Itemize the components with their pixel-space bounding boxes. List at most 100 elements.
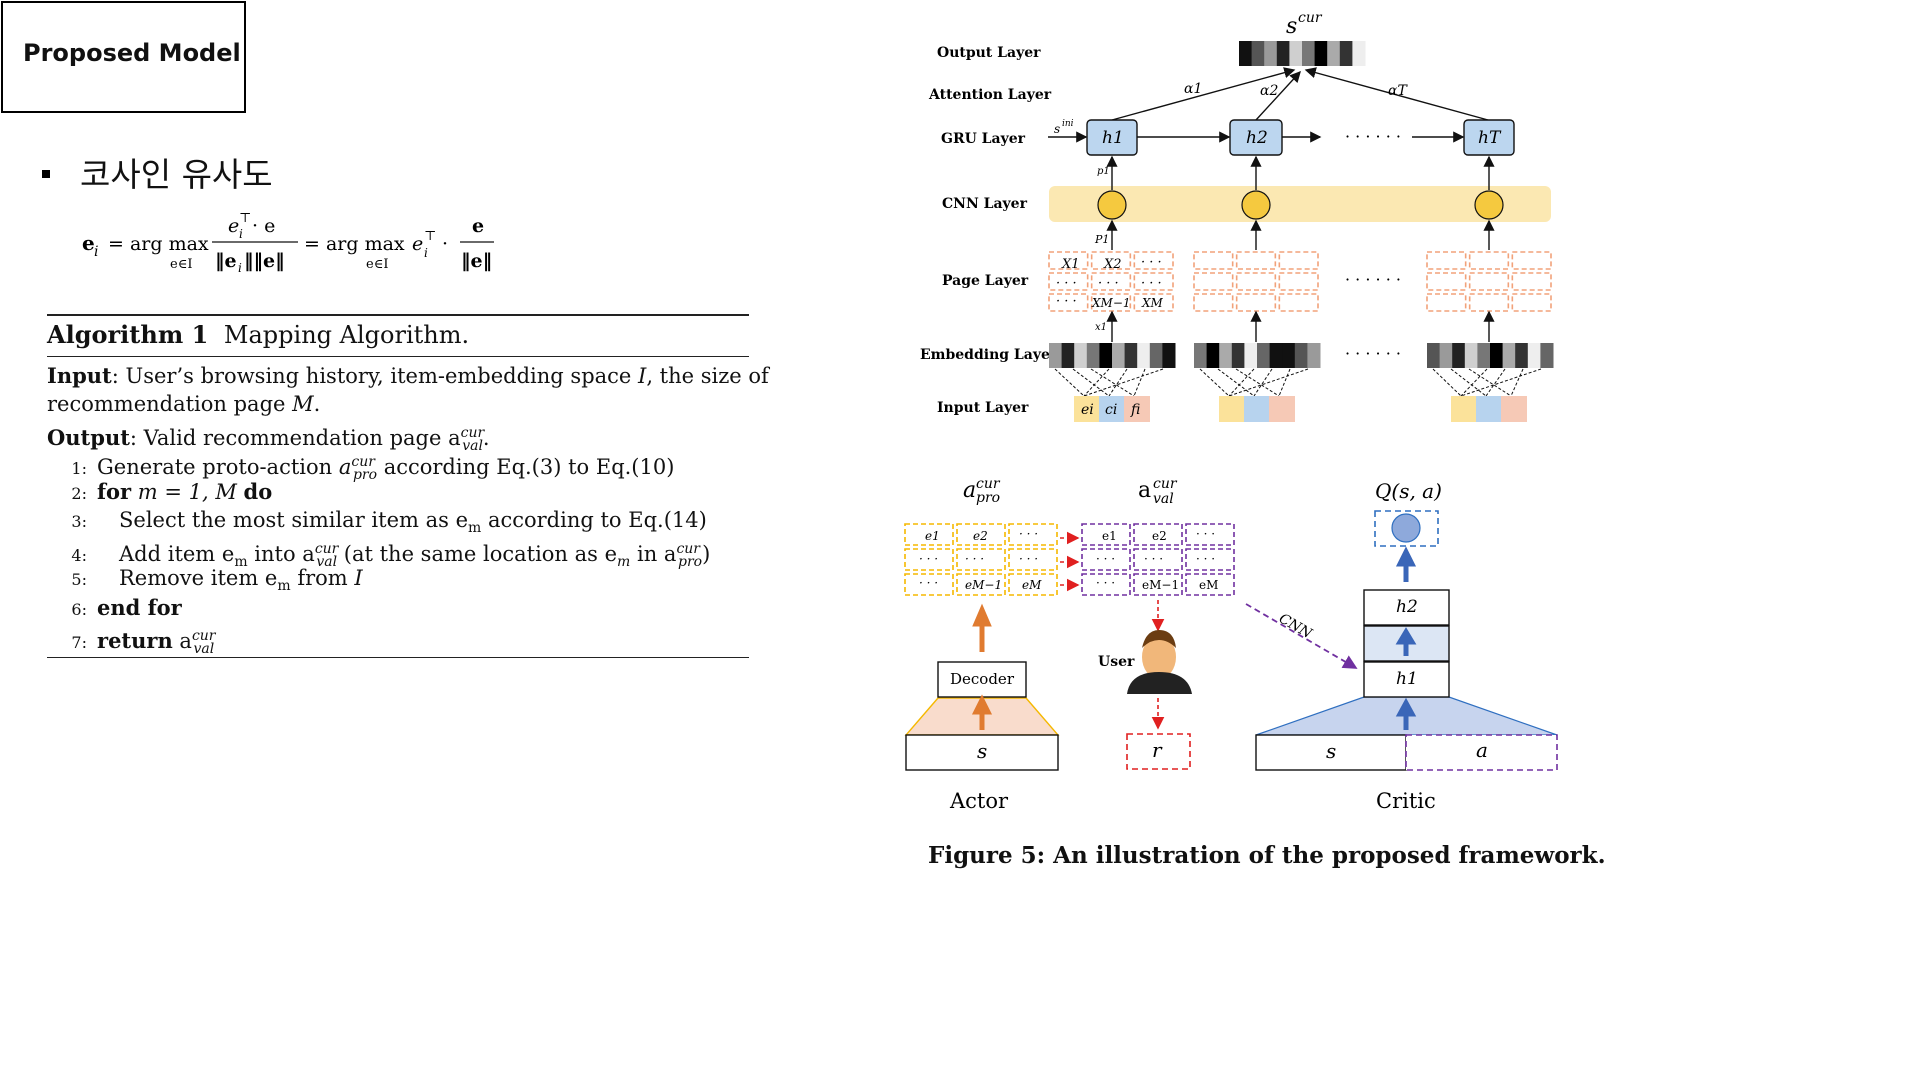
page-grid-cell <box>1133 272 1174 291</box>
page-cell: · · · <box>1141 255 1162 270</box>
reward-box <box>1126 733 1191 770</box>
page-ellipsis: · · · · · · <box>1345 270 1401 289</box>
page-cell: · · · <box>1056 276 1077 291</box>
pro-cell: · · · <box>1019 527 1038 541</box>
input-link-line <box>1054 368 1085 397</box>
pro-cell: e1 <box>925 529 940 543</box>
step-keyword: return <box>97 628 173 653</box>
input-group-2 <box>1219 396 1295 422</box>
step-keyword: for <box>97 479 132 504</box>
step-sup: cur <box>314 541 339 557</box>
input-link-line <box>1199 368 1230 397</box>
page-cell: · · · <box>1098 276 1119 291</box>
step-text: a <box>172 629 192 653</box>
page-grid-cell <box>1235 293 1277 312</box>
step-text: Generate proto-action <box>97 455 339 479</box>
step-text-post: from <box>290 566 355 590</box>
algo-input-line2-text: recommendation page <box>47 392 293 416</box>
step-sub: m <box>277 578 291 595</box>
pro-cell: · · · <box>919 552 938 566</box>
input-group-T <box>1451 396 1527 422</box>
framework-figure: Output Layer Attention Layer GRU Layer C… <box>904 10 1558 813</box>
input-cell-c <box>1244 396 1269 422</box>
layer-label-embedding: Embedding Layer <box>920 347 1058 363</box>
q-label: Q(s, a) <box>1375 479 1442 503</box>
step-number: 1: <box>71 459 87 478</box>
slide-title-box: Proposed Model <box>1 1 246 113</box>
embedding-cell <box>1206 343 1220 368</box>
cnn-node-1 <box>1097 190 1127 220</box>
output-vector-cell <box>1339 41 1353 66</box>
user-label: User <box>1098 654 1135 670</box>
page-grid-cell <box>1048 272 1089 291</box>
embedding-cell <box>1149 343 1163 368</box>
step-sup: cur <box>351 454 375 470</box>
embedding-cell <box>1477 343 1491 368</box>
figure-caption: Figure 5: An illustration of the propose… <box>928 842 1606 869</box>
input-link-line <box>1450 368 1487 397</box>
eq-frac1-num: e <box>228 215 239 237</box>
layer-label-output: Output Layer <box>937 45 1041 61</box>
alpha-2: α2 <box>1260 83 1278 99</box>
embedding-cell <box>1269 343 1283 368</box>
output-vector-cell <box>1352 41 1366 66</box>
input-link-line <box>1228 368 1255 397</box>
page-grid-cell <box>1133 293 1174 312</box>
input-link-line <box>1083 368 1164 397</box>
algo-output-text: : Valid recommendation page a <box>129 426 461 450</box>
gru-label-h2: h2 <box>1246 128 1268 148</box>
eq-frac1-num-tail: · e <box>252 215 275 237</box>
embedding-cell <box>1439 343 1453 368</box>
layer-label-cnn: CNN Layer <box>942 196 1028 212</box>
val-grid-cell <box>1133 573 1183 596</box>
step-number: 5: <box>71 570 87 589</box>
algo-step-4: 4:Add item em into acurval (at the same … <box>47 535 749 570</box>
output-vector-cell <box>1327 41 1341 66</box>
user-icon <box>1127 630 1192 694</box>
q-value-node <box>1391 513 1421 543</box>
embedding-cell <box>1124 343 1138 368</box>
critic-up-arrow-2 <box>1395 627 1417 656</box>
pro-grid-cell <box>904 573 954 596</box>
s-ini-sup: ini <box>1062 119 1074 129</box>
algo-input-text2: , the size of <box>646 364 769 388</box>
algo-step-3: 3:Select the most similar item as em acc… <box>47 506 749 536</box>
critic-state-label: s <box>1326 739 1336 763</box>
embedding-vectors <box>1049 343 1554 368</box>
pro-grid-cell <box>956 523 1006 546</box>
embedding-cell <box>1502 343 1516 368</box>
step-text: Add item e <box>119 542 235 566</box>
input-cell-e <box>1451 396 1476 422</box>
val-cell: · · · <box>1196 552 1215 566</box>
bullet-text: 코사인 유사도 <box>80 155 273 194</box>
pro-grid-cell <box>1008 573 1058 596</box>
a-pro-label: a <box>963 478 976 503</box>
output-vector-cell <box>1264 41 1278 66</box>
step-text-post: according to Eq.(14) <box>481 508 707 532</box>
embedding-cell <box>1219 343 1233 368</box>
val-grid-cell <box>1185 548 1235 571</box>
pro-cells: e1 e2 · · · · · · · · · · · · · · · eM−1… <box>919 527 1042 592</box>
embedding-cell <box>1244 343 1258 368</box>
algo-label: Algorithm 1 <box>47 320 209 349</box>
step-sup: cur <box>676 541 700 557</box>
reward-label: r <box>1152 738 1163 762</box>
page-grid-cell <box>1426 251 1467 270</box>
page-cell: XM <box>1141 296 1164 310</box>
embedding-cell <box>1452 343 1466 368</box>
step-sub: pro <box>678 554 703 571</box>
eq-frac1-num-sub: i <box>239 227 243 241</box>
algo-input-line: Input: User’s browsing history, item-emb… <box>47 361 769 390</box>
embedding-cell <box>1137 343 1151 368</box>
page-grid-cell <box>1278 293 1319 312</box>
input-link-line <box>1510 368 1524 397</box>
page-grid-cell <box>1133 251 1174 270</box>
step-text-post: ) <box>702 542 711 566</box>
proto-action-grid <box>904 523 1058 596</box>
page-grid-cell <box>1468 251 1510 270</box>
input-link-line <box>1253 368 1273 397</box>
input-link-line <box>1090 368 1135 397</box>
step-keyword: end for <box>97 595 182 620</box>
s-ini-label: s <box>1054 122 1060 136</box>
embedding-cell <box>1086 343 1100 368</box>
